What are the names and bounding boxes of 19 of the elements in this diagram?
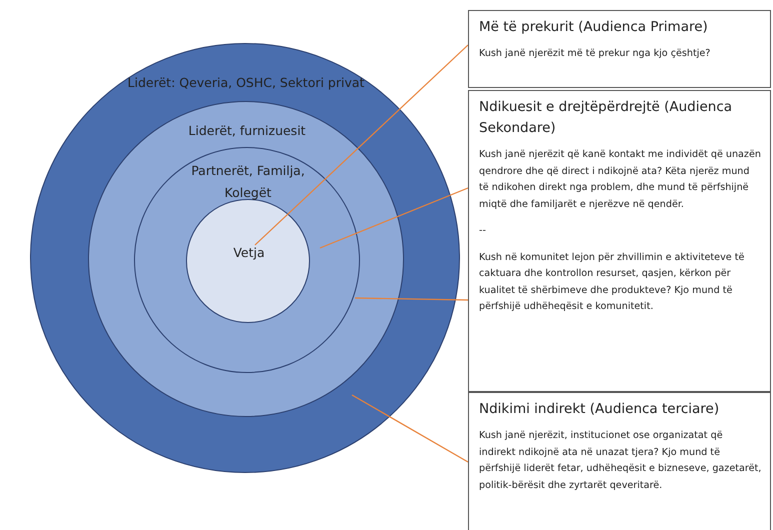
separator-text: -- — [479, 224, 487, 238]
ring-label: Partnerët, Familja, Kolegët — [191, 163, 305, 200]
leader-line — [320, 187, 468, 249]
leader-line — [254, 44, 468, 246]
callout-text: Kush janë njerëzit, institucionet ose organizatat që indirekt ndikojnë ata në unazat tjera? Kjo mund të përfshijë liderët fetar, udhëheqësit e bizneseve, gazetarët, politik-bërësit dhe zyrtarët qeveritarë. — [479, 429, 762, 492]
callout-box — [468, 392, 771, 530]
callout-heading: Ndikimi indirekt (Audienca terciare) — [479, 400, 720, 419]
callout-box — [468, 10, 771, 88]
callout-text: Kush në komunitet lejon për zhvillimin e aktiviteteve të caktuara dhe kontrollon resurset, qasjen, kërkon për kualitet të shërbimeve dhe produkteve? Kjo mund të përfshijë udhëheqësit e komunitetit. — [479, 250, 746, 314]
ring-label: Liderët, furnizuesit — [188, 123, 306, 138]
callout-text: Kush janë njerëzit që kanë kontakt me individët që unazën qendrore dhe që direct i ndikojnë ata? Këta njerëz mund të ndikohen direkt nga problem, dhe mund të përfshijnë miqtë dhe familjarët e njerëzve në qendër. — [479, 148, 762, 212]
leader-line — [354, 297, 468, 301]
ring-label: Vetja — [233, 245, 265, 260]
callout-heading: Ndikuesit e drejtëpërdrejtë (Audienca Sekondare) — [479, 98, 734, 138]
callout-heading: Më të prekurit (Audienca Primare) — [479, 18, 709, 37]
leader-line — [352, 394, 468, 463]
callout-text: Kush janë njerëzit më të prekur nga kjo çështje? — [479, 47, 712, 61]
callout-box — [468, 90, 771, 392]
ring-label: Liderët: Qeveria, OSHC, Sektori privat — [128, 75, 364, 90]
